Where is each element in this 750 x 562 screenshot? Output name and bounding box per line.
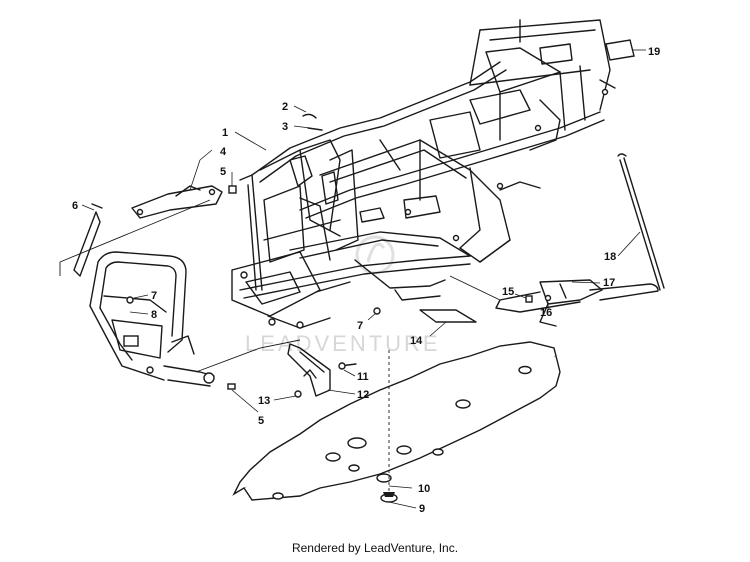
callout-1: 1 — [222, 127, 267, 151]
part-5-bolt-lower — [227, 383, 236, 390]
part-4-bracket — [131, 185, 223, 219]
callout-5-lower-label: 5 — [258, 415, 264, 427]
callout-4-label: 4 — [220, 146, 227, 158]
callout-3: 3 — [282, 121, 311, 133]
callout-16: 16 — [540, 302, 552, 319]
main-frame — [231, 19, 616, 329]
callout-7-left: 7 — [133, 290, 157, 302]
callouts: 1 2 3 4 5 5 6 7 — [72, 46, 660, 515]
footer-credit: Rendered by LeadVenture, Inc. — [291, 541, 459, 555]
part-9-grommet — [380, 492, 398, 503]
part-5-bolt-upper — [228, 185, 237, 194]
part-3-pin — [307, 127, 323, 131]
callout-18: 18 — [604, 231, 641, 263]
callout-5-lower: 5 — [231, 389, 264, 427]
callout-12: 12 — [327, 389, 369, 401]
callout-6: 6 — [72, 200, 95, 212]
callout-17-label: 17 — [603, 277, 615, 289]
callout-2-label: 2 — [282, 101, 288, 113]
callout-11-label: 11 — [357, 371, 369, 383]
callout-7-left-label: 7 — [151, 290, 157, 302]
callout-10-label: 10 — [418, 483, 430, 495]
callout-9: 9 — [388, 501, 425, 515]
callout-2: 2 — [282, 101, 307, 113]
callout-8: 8 — [129, 309, 157, 321]
callout-10: 10 — [388, 483, 430, 495]
callout-7-center-label: 7 — [357, 320, 363, 332]
callout-17: 17 — [571, 277, 615, 289]
watermark-text: LEADVENTURE — [245, 331, 441, 356]
callout-1-label: 1 — [222, 127, 228, 139]
callout-12-label: 12 — [357, 389, 369, 401]
front-bumper — [89, 251, 215, 387]
skid-bracket — [287, 343, 357, 398]
callout-13: 13 — [258, 395, 297, 407]
callout-15: 15 — [502, 286, 527, 299]
callout-4: 4 — [189, 146, 227, 191]
callout-14-label: 14 — [410, 335, 423, 347]
part-7-bolt-center — [373, 307, 381, 315]
callout-11: 11 — [343, 369, 369, 383]
callout-16-label: 16 — [540, 307, 552, 319]
callout-5-upper: 5 — [220, 166, 233, 186]
callout-8-label: 8 — [151, 309, 157, 321]
callout-13-label: 13 — [258, 395, 270, 407]
part-6-side-bar — [73, 203, 103, 277]
part-18-rod — [617, 153, 665, 291]
callout-19: 19 — [632, 46, 660, 58]
callout-15-label: 15 — [502, 286, 514, 298]
callout-3-label: 3 — [282, 121, 288, 133]
callout-19-label: 19 — [648, 46, 660, 58]
callout-6-label: 6 — [72, 200, 78, 212]
callout-5-upper-label: 5 — [220, 166, 226, 178]
part-14-plate — [419, 309, 477, 323]
part-10-skid-plate — [232, 341, 561, 501]
callout-7-center: 7 — [357, 312, 377, 332]
callout-14: 14 — [410, 321, 447, 347]
alignment-lines — [59, 199, 501, 494]
callout-9-label: 9 — [419, 503, 425, 515]
part-19-pad — [605, 39, 635, 61]
rear-bracket — [495, 279, 659, 327]
part-2-stud — [302, 113, 317, 119]
callout-18-label: 18 — [604, 251, 616, 263]
